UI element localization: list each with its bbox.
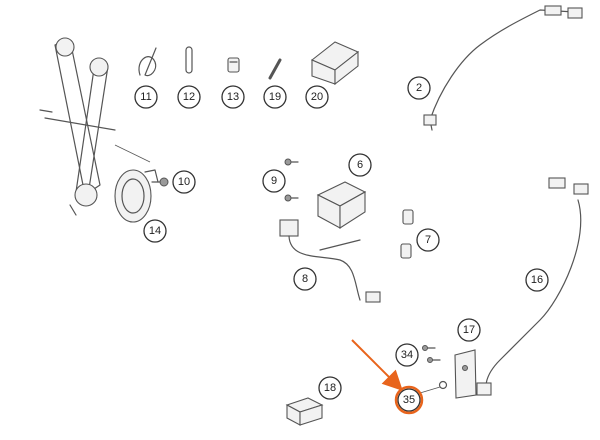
- callout-label: 17: [463, 324, 475, 336]
- callout-13[interactable]: 13: [221, 85, 245, 109]
- callout-8[interactable]: 8: [293, 267, 317, 291]
- callout-label: 8: [302, 273, 308, 285]
- wiring-harness-part: [423, 5, 583, 131]
- callout-6[interactable]: 6: [348, 153, 372, 177]
- sensor-bracket-part: [454, 349, 477, 399]
- callout-label: 35: [403, 394, 415, 406]
- callout-17[interactable]: 17: [457, 318, 481, 342]
- callout-label: 7: [425, 234, 431, 246]
- callout-label: 11: [140, 91, 151, 103]
- callout-label: 34: [401, 349, 413, 361]
- connector-part: [285, 397, 324, 426]
- callout-label: 18: [324, 382, 336, 394]
- callout-16[interactable]: 16: [525, 268, 549, 292]
- callout-label: 19: [269, 91, 281, 103]
- control-unit-part: [316, 181, 367, 230]
- callout-label: 20: [311, 91, 323, 103]
- clip-part: [185, 46, 193, 74]
- callout-label: 6: [357, 159, 363, 171]
- callout-18[interactable]: 18: [318, 376, 342, 400]
- callout-19[interactable]: 19: [263, 85, 287, 109]
- cable-tie-part: [138, 47, 157, 77]
- washer-part: [419, 380, 448, 394]
- callout-label: 14: [149, 225, 161, 237]
- callout-label: 2: [416, 82, 422, 94]
- pin-part: [268, 58, 282, 80]
- callout-label: 10: [178, 176, 190, 188]
- clamp-part: [227, 57, 240, 73]
- callout-10[interactable]: 10: [172, 170, 196, 194]
- callout-14[interactable]: 14: [143, 219, 167, 243]
- callout-label: 16: [531, 274, 543, 286]
- callout-label: 9: [271, 175, 277, 187]
- callout-11[interactable]: 11: [134, 85, 158, 109]
- callout-label: 12: [183, 91, 195, 103]
- sub-harness-part: [279, 219, 381, 303]
- callout-7[interactable]: 7: [416, 228, 440, 252]
- callout-35-highlighted[interactable]: 35: [394, 385, 424, 415]
- small-screw-part: [422, 345, 441, 363]
- cable-part: [476, 177, 589, 396]
- callout-12[interactable]: 12: [177, 85, 201, 109]
- highlight-arrow: [351, 339, 403, 391]
- callout-2[interactable]: 2: [407, 76, 431, 100]
- callout-34[interactable]: 34: [395, 343, 419, 367]
- bracket-clip-part: [400, 209, 414, 259]
- screw-part: [284, 158, 299, 202]
- horn-part: [114, 144, 159, 223]
- bolt-part: [151, 177, 169, 187]
- callout-20[interactable]: 20: [305, 85, 329, 109]
- bracket-arm-part: [39, 37, 116, 216]
- callout-9[interactable]: 9: [262, 169, 286, 193]
- callout-label: 13: [227, 91, 239, 103]
- relay-part: [310, 41, 360, 86]
